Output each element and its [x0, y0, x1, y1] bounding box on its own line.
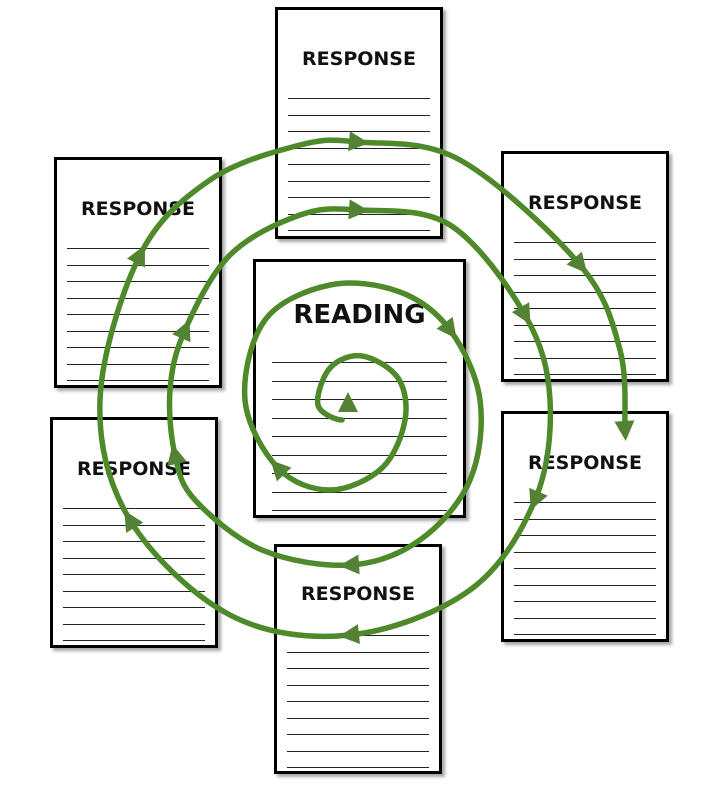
ruled-line	[514, 357, 656, 359]
ruled-line	[272, 380, 447, 382]
ruled-line	[287, 717, 429, 719]
ruled-line	[287, 750, 429, 752]
ruled-line	[67, 330, 209, 332]
ruled-line	[287, 734, 429, 735]
response-page-top-left: RESPONSE	[54, 157, 222, 388]
arrowhead-icon	[529, 487, 548, 511]
ruled-line	[514, 518, 656, 520]
ruled-line	[63, 623, 205, 625]
ruled-line	[288, 147, 430, 149]
ruled-line	[514, 258, 656, 260]
ruled-line	[272, 454, 447, 456]
arrowhead-icon	[511, 302, 531, 325]
ruled-line	[287, 651, 429, 653]
ruled-line	[272, 417, 447, 419]
ruled-line	[514, 374, 656, 375]
response-label: RESPONSE	[528, 452, 642, 474]
ruled-line	[514, 341, 656, 342]
arrowhead-icon	[270, 460, 292, 482]
ruled-line	[272, 510, 447, 511]
arrowhead-icon	[338, 392, 358, 412]
ruled-line	[514, 535, 656, 536]
arrowhead-icon	[167, 444, 187, 466]
ruled-line	[287, 701, 429, 702]
ruled-line	[287, 668, 429, 669]
response-page-bottom-left: RESPONSE	[50, 417, 218, 648]
arrowhead-icon	[124, 510, 144, 533]
ruled-line	[514, 324, 656, 326]
response-label: RESPONSE	[302, 48, 416, 70]
ruled-line	[287, 767, 429, 768]
ruled-line	[288, 131, 430, 132]
ruled-line	[288, 164, 430, 165]
ruled-line	[288, 197, 430, 198]
ruled-line	[514, 617, 656, 619]
ruled-line	[288, 98, 430, 99]
ruled-line	[67, 314, 209, 315]
arrowhead-icon	[127, 245, 145, 268]
ruled-line	[514, 568, 656, 569]
spiral-line	[97, 137, 628, 640]
ruled-line	[514, 308, 656, 309]
ruled-line	[67, 297, 209, 299]
ruled-line	[514, 601, 656, 602]
arrowhead-icon	[614, 420, 635, 441]
ruled-line	[67, 347, 209, 348]
ruled-line	[63, 640, 205, 641]
ruled-line	[67, 363, 209, 365]
ruled-line	[63, 574, 205, 575]
arrowhead-icon	[339, 624, 360, 645]
ruled-line	[63, 541, 205, 542]
arrowhead-icon	[348, 131, 369, 152]
ruled-line	[67, 248, 209, 249]
arrowhead-icon	[172, 319, 191, 343]
ruled-line	[63, 607, 205, 608]
arrowhead-icon	[348, 199, 369, 220]
ruled-line	[67, 380, 209, 381]
ruled-line	[272, 399, 447, 400]
reading-label: READING	[293, 300, 426, 330]
ruled-line	[288, 230, 430, 231]
ruled-line	[287, 684, 429, 686]
arrowhead-icon	[436, 316, 457, 339]
response-page-bottom-right: RESPONSE	[501, 411, 669, 642]
ruled-line	[288, 114, 430, 116]
ruled-line	[272, 362, 447, 363]
arrowhead-icon	[566, 251, 588, 274]
ruled-line	[514, 242, 656, 243]
response-page-top: RESPONSE	[275, 7, 443, 239]
ruled-line	[514, 551, 656, 553]
ruled-line	[514, 502, 656, 503]
ruled-line	[514, 584, 656, 586]
ruled-line	[63, 557, 205, 559]
response-page-bottom: RESPONSE	[274, 544, 442, 774]
response-label: RESPONSE	[301, 583, 415, 605]
ruled-line	[67, 281, 209, 282]
arrowhead-icon	[339, 554, 360, 575]
ruled-line	[272, 473, 447, 474]
response-label: RESPONSE	[528, 192, 642, 214]
ruled-line	[63, 508, 205, 509]
ruled-line	[63, 590, 205, 592]
ruled-line	[514, 291, 656, 293]
ruled-line	[272, 491, 447, 493]
ruled-line	[272, 436, 447, 437]
ruled-line	[514, 634, 656, 635]
ruled-line	[288, 180, 430, 182]
